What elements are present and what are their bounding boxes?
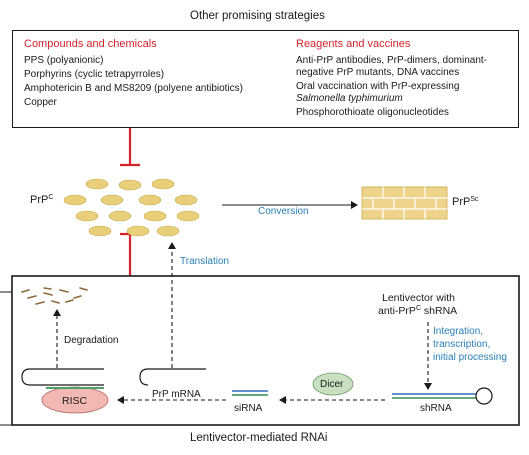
bottom-title: Lentivector-mediated RNAi: [190, 432, 328, 444]
rnai-box: [11, 275, 520, 426]
lentivector-label-line2: anti-PrPC shRNA: [378, 305, 458, 317]
top-title: Other promising strategies: [190, 10, 325, 22]
sirna-duplex: [232, 390, 268, 396]
dicer-label: Dicer: [320, 379, 344, 390]
shrna-hairpin: [392, 387, 493, 405]
sirna-label: siRNA: [234, 403, 263, 414]
compound-item: Copper: [24, 97, 57, 108]
inhibition-bottom: [120, 232, 140, 276]
prpsc-aggregate: [361, 186, 448, 220]
shrna-label: shRNA: [420, 403, 452, 414]
degradation-label: Degradation: [64, 335, 119, 346]
degradation-fragments: [21, 287, 88, 305]
prpc-ovals: [63, 178, 200, 237]
prp-mrna-label: PrP mRNA: [152, 389, 201, 400]
integration-label: initial processing: [433, 352, 507, 363]
compounds-heading: Compounds and chemicals: [24, 38, 157, 50]
prpc-label: PrPC: [30, 194, 54, 206]
compound-item: PPS (polyanionic): [24, 55, 104, 66]
translation-label: Translation: [180, 256, 230, 267]
lentivector-label-line1: Lentivector with: [382, 292, 455, 304]
reagent-item: Salmonella typhimurium: [296, 93, 403, 104]
reagent-item: negative PrP mutants, DNA vaccines: [296, 67, 460, 78]
prp-mrna: [139, 368, 206, 386]
reagents-heading: Reagents and vaccines: [296, 38, 411, 50]
risc-label: RISC: [62, 395, 88, 407]
inhibition-top: [120, 128, 140, 167]
integration-label: Integration,: [433, 326, 484, 337]
risc-mrna: [21, 368, 104, 386]
prpsc-label: PrPSc: [452, 196, 479, 208]
dicer-enzyme: [312, 372, 354, 396]
reagent-item: Phosphorothioate oligonucleotides: [296, 107, 449, 118]
reagent-item: Anti-PrP antibodies, PrP-dimers, dominan…: [296, 55, 488, 66]
strategies-box: [12, 30, 519, 128]
conversion-label: Conversion: [258, 206, 309, 217]
compound-item: Amphotericin B and MS8209 (polyene antib…: [24, 83, 244, 94]
compound-item: Porphyrins (cyclic tetrapyrroles): [24, 69, 165, 80]
integration-label: transcription,: [433, 339, 491, 350]
reagent-item: Oral vaccination with PrP-expressing: [296, 81, 460, 92]
